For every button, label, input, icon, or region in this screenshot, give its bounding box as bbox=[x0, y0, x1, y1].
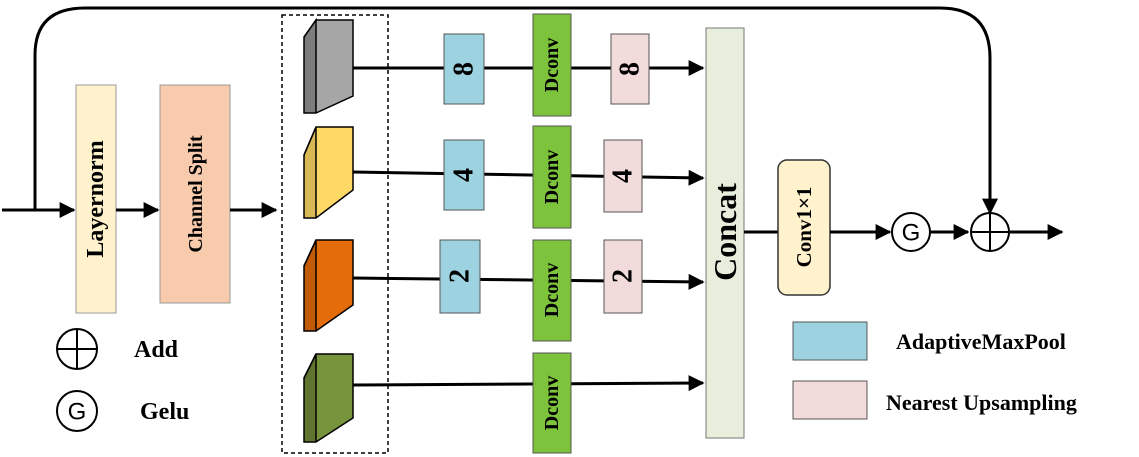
feature-map-1 bbox=[303, 17, 354, 114]
dconv-label-2: Dconv bbox=[541, 150, 563, 204]
dconv-box-3: Dconv bbox=[532, 239, 572, 342]
legend-adaptive-max-pool: AdaptiveMaxPool bbox=[792, 321, 1066, 361]
concat-label: Concat bbox=[707, 183, 743, 281]
upsample-label-3: 2 bbox=[608, 269, 639, 283]
dconv-box-1: Dconv bbox=[532, 13, 572, 117]
gelu-node-symbol: G bbox=[902, 220, 921, 247]
legend-upsample-label: Nearest Upsampling bbox=[886, 390, 1077, 415]
legend-nearest-upsampling: Nearest Upsampling bbox=[792, 380, 1077, 420]
branch-2-line bbox=[352, 169, 705, 186]
feature-map-3 bbox=[303, 239, 354, 332]
feature-group-box bbox=[281, 14, 389, 454]
pool-box-1: 8 bbox=[443, 33, 485, 105]
legend-gelu: G Gelu bbox=[56, 390, 189, 432]
legend-gelu-label: Gelu bbox=[140, 399, 189, 425]
pool-box-3: 2 bbox=[439, 239, 481, 314]
conv-block bbox=[777, 159, 831, 296]
pool-label-1: 8 bbox=[449, 62, 480, 76]
upsample-box-1: 8 bbox=[610, 33, 650, 105]
branch-4-line bbox=[352, 375, 705, 392]
add-node bbox=[970, 212, 1010, 252]
pool-label-3: 2 bbox=[445, 269, 476, 283]
feature-map-4 bbox=[303, 353, 354, 443]
gelu-icon: G bbox=[56, 390, 98, 432]
dconv-box-2: Dconv bbox=[532, 125, 572, 229]
pool-box-2: 4 bbox=[443, 139, 485, 211]
conv-label: Conv1×1 bbox=[792, 187, 816, 268]
upsample-box-2: 4 bbox=[603, 139, 643, 213]
branch-3-line bbox=[352, 273, 705, 290]
skip-connection bbox=[33, 6, 998, 215]
upsample-box-3: 2 bbox=[603, 239, 643, 314]
upsample-label-1: 8 bbox=[615, 62, 646, 76]
concat-block bbox=[705, 27, 745, 439]
feature-map-2 bbox=[303, 126, 354, 219]
pool-label-2: 4 bbox=[449, 168, 480, 182]
dconv-box-4: Dconv bbox=[532, 352, 572, 454]
dconv-label-3: Dconv bbox=[541, 263, 563, 317]
dconv-label-1: Dconv bbox=[541, 38, 563, 92]
legend-add-label: Add bbox=[134, 337, 179, 363]
channel-split-block bbox=[159, 84, 231, 304]
channel-split-label: Channel Split bbox=[185, 135, 207, 253]
layernorm-label: Layernorm bbox=[83, 140, 109, 257]
add-icon bbox=[56, 328, 98, 370]
legend-upsample-swatch bbox=[792, 380, 868, 420]
legend-pool-label: AdaptiveMaxPool bbox=[896, 329, 1066, 354]
svg-text:G: G bbox=[68, 399, 87, 426]
layernorm-block bbox=[75, 84, 117, 314]
legend-pool-swatch bbox=[792, 321, 868, 361]
dconv-label-4: Dconv bbox=[541, 376, 563, 430]
upsample-label-2: 4 bbox=[608, 169, 639, 183]
legend-add: Add bbox=[56, 328, 179, 370]
